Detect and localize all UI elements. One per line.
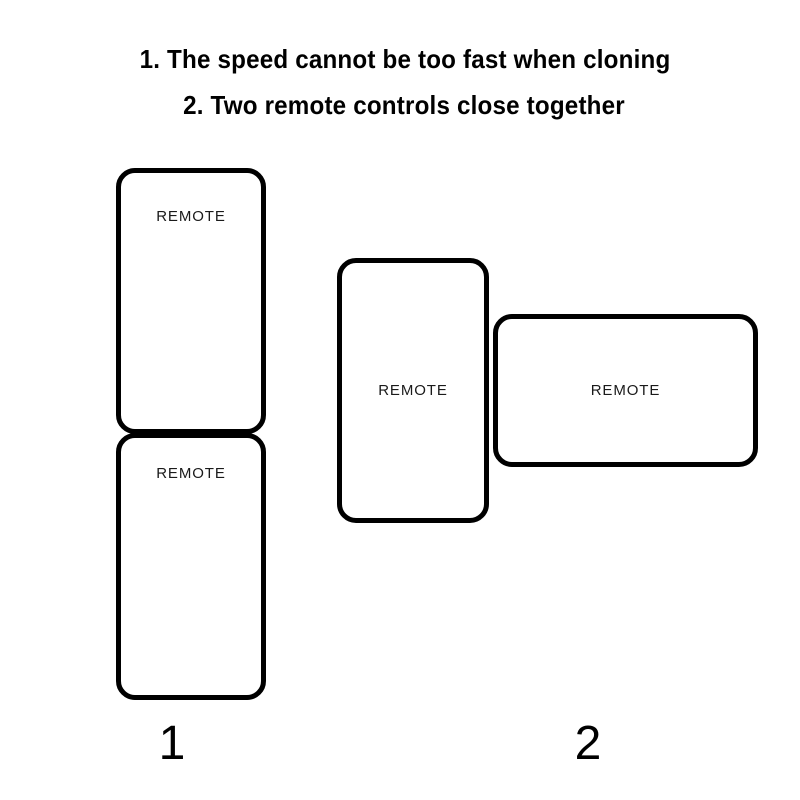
remote-label: REMOTE: [156, 465, 226, 482]
remote-box-group1-bottom: REMOTE: [116, 433, 266, 700]
instructions-block: 1. The speed cannot be too fast when clo…: [0, 36, 800, 128]
remote-label: REMOTE: [156, 207, 226, 225]
remote-box-group2-vertical: REMOTE: [337, 258, 489, 523]
remote-box-group2-horizontal: REMOTE: [493, 314, 758, 467]
remote-label: REMOTE: [378, 382, 448, 399]
group-caption-1: 1: [158, 717, 186, 770]
remote-label: REMOTE: [590, 382, 661, 399]
group-caption-2: 2: [574, 717, 602, 770]
instruction-line-1: 1. The speed cannot be too fast when clo…: [139, 44, 671, 74]
instruction-line-2: 2. Two remote controls close together: [183, 90, 625, 120]
remote-box-group1-top: REMOTE: [116, 168, 266, 434]
